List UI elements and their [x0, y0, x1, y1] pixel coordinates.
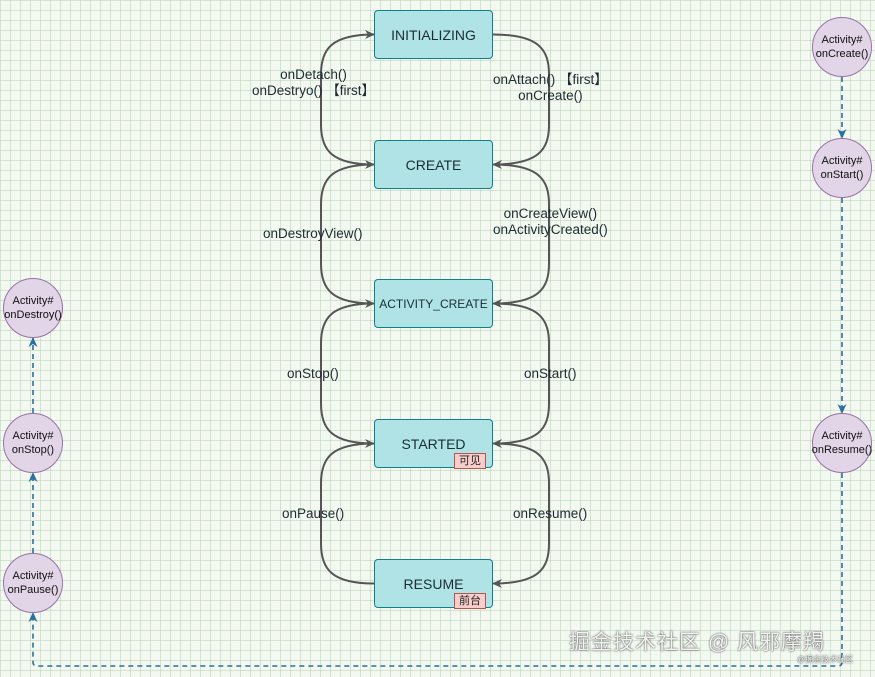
activity-node-ondestroy: Activity# onDestroy() [3, 278, 63, 338]
state-label: ACTIVITY_CREATE [379, 296, 488, 311]
callback-text: onPause() [282, 506, 345, 521]
transition-label-create-to-activity_create: onCreateView()onActivityCreated() [493, 206, 608, 238]
activity-node-onresume: Activity# onResume() [812, 413, 872, 473]
watermark-text: 掘金技术社区 @ 风邪摩羯 [569, 631, 825, 654]
state-label: RESUME [403, 575, 464, 592]
watermark-subtext: @掘金技术社区 [797, 655, 854, 664]
callback-text: onActivityCreated() [493, 222, 608, 237]
activity-text: Activity# [12, 295, 54, 307]
transition-arrow-create-to-activity_create [492, 163, 550, 308]
callback-text: onDestryo() 【first】 [252, 83, 376, 98]
transition-label-create-to-initializing: onDetach()onDestryo() 【first】 [252, 67, 375, 99]
transition-arrow-activity_create-to-started [492, 302, 550, 448]
state-tag: 可见 [454, 453, 486, 469]
callback-text: onResume() [513, 506, 588, 521]
activity-resume-to-pause-arrow [28, 473, 843, 667]
state-label: CREATE [405, 156, 462, 173]
activity-text: onCreate() [815, 48, 869, 60]
activity-text: onStart() [820, 169, 864, 181]
transition-arrow-started-to-activity_create [320, 299, 375, 445]
activity-text: onPause() [7, 584, 59, 596]
callback-text: onCreate() [518, 88, 583, 103]
activity-text: Activity# [12, 570, 54, 582]
activity-text: Activity# [821, 34, 863, 46]
activity-text: onStop() [11, 444, 55, 456]
state-label: INITIALIZING [391, 26, 476, 43]
transition-arrow-resume-to-started [320, 439, 375, 585]
callback-text: onStop() [287, 366, 339, 381]
state-activity-create: ACTIVITY_CREATE [374, 279, 493, 328]
transition-label-activity_create-to-started: onStart() [524, 366, 577, 382]
activity-node-oncreate: Activity# onCreate() [812, 17, 872, 77]
activity-node-onstop: Activity# onStop() [3, 413, 63, 473]
callback-text: onCreateView() [503, 206, 598, 221]
state-initializing: INITIALIZING [374, 10, 493, 59]
transition-label-activity_create-to-create: onDestroyView() [263, 226, 363, 242]
callback-text: onDestroyView() [263, 226, 363, 241]
transition-label-started-to-resume: onResume() [513, 506, 587, 522]
transition-label-resume-to-started: onPause() [282, 506, 344, 522]
callback-text: onStart() [524, 366, 577, 381]
transition-arrow-create-to-initializing [320, 30, 375, 166]
state-create: CREATE [374, 140, 493, 189]
transition-arrow-activity_create-to-create [320, 160, 375, 305]
activity-text: onResume() [811, 444, 873, 456]
activity-text: Activity# [12, 430, 54, 442]
callback-text: onAttach() 【first】 [493, 72, 608, 87]
transition-arrow-started-to-resume [492, 442, 550, 588]
activity-text: Activity# [821, 155, 863, 167]
activity-node-onpause: Activity# onPause() [3, 553, 63, 613]
activity-text: onDestroy() [4, 309, 62, 321]
state-label: STARTED [401, 435, 466, 452]
activity-node-onstart: Activity# onStart() [812, 138, 872, 198]
transition-arrow-initializing-to-create [492, 33, 550, 169]
transition-label-started-to-activity_create: onStop() [287, 366, 339, 382]
transition-label-initializing-to-create: onAttach() 【first】onCreate() [493, 72, 608, 104]
state-tag: 前台 [454, 593, 486, 609]
activity-text: Activity# [821, 430, 863, 442]
callback-text: onDetach() [280, 67, 347, 82]
